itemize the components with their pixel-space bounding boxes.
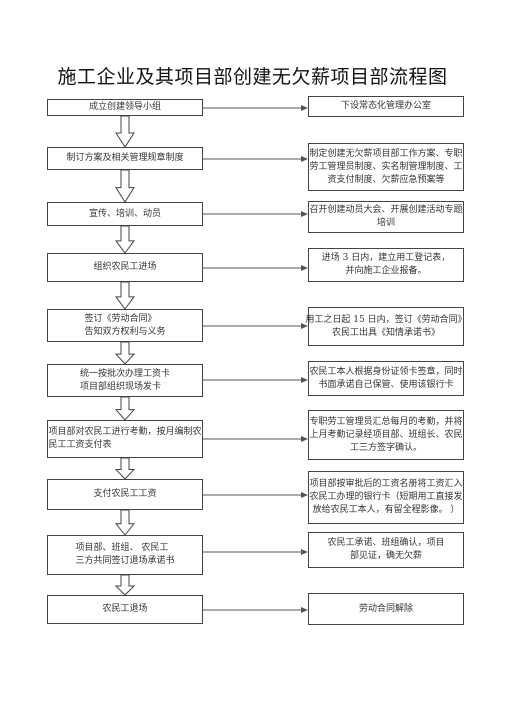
left-step-text: 农民工退场	[102, 604, 148, 614]
left-step-text: 支付农民工工资	[93, 489, 157, 499]
right-step-text: 劳工管理员制度、实名制管理制度、工	[309, 161, 463, 172]
arrowhead-right	[301, 156, 308, 162]
left-step-box-9: 项目部、班组、 农民工三方共同签订退场承诺书	[47, 535, 203, 575]
left-step-text: 签订《劳动合同》	[84, 313, 157, 324]
arrowhead-right	[301, 105, 308, 111]
right-step-text: 制定创建无欠薪项目部工作方案、专职	[309, 148, 463, 159]
right-step-box-7: 专职劳工管理员汇总每月的考勤，并将上月考勤记录经项目部、班组长、农民工三方签字确…	[308, 410, 464, 460]
right-step-text: 工三方签字确认。	[350, 442, 423, 453]
right-step-text: 进场 3 日内，建立用工登记表，	[321, 253, 451, 263]
flow-down-arrow	[115, 281, 135, 310]
left-step-text: 制订方案及相关管理规章制度	[66, 153, 184, 163]
flow-down-arrow	[114, 509, 136, 536]
flow-down-arrow	[115, 225, 135, 254]
left-step-box-4: 组织农民工进场	[47, 253, 203, 282]
left-step-text: 项目部、班组、 农民工	[75, 543, 169, 553]
left-step-box-10: 农民工退场	[47, 595, 203, 624]
right-step-text: 资支付制度、欠薪应急预案等	[327, 174, 445, 185]
right-step-box-9: 农民工承诺、班组确认，项目部见证，确无欠薪	[308, 532, 464, 568]
arrowhead-right	[301, 265, 308, 271]
flow-down-arrow	[115, 115, 135, 148]
arrowhead-right	[301, 549, 308, 555]
right-step-text: 农民工承诺、班组确认，项目	[327, 538, 445, 548]
right-step-text: 上月考勤记录经项目部、班组长、农民	[309, 429, 463, 440]
page-title: 施工企业及其项目部创建无欠薪项目部流程图	[57, 66, 448, 88]
flow-down-arrow	[114, 341, 136, 365]
flow-down-arrow	[114, 574, 136, 596]
left-step-box-3: 宣传、培训、动员	[47, 202, 203, 226]
left-step-box-2: 制订方案及相关管理规章制度	[47, 147, 203, 170]
right-step-text: 项目部按审批后的工资名册将工资汇入	[309, 479, 463, 489]
left-step-text: 项目部组织现场发卡	[79, 381, 161, 392]
right-step-text: 并向施工企业报备。	[345, 266, 427, 276]
right-step-box-6: 农民工本人根据身份证领卡签章，同时书面承诺自己保管、使用该银行卡	[308, 361, 464, 396]
right-step-text: 劳动合同解除	[358, 603, 413, 614]
right-step-text: 专职劳工管理员汇总每月的考勤，并将	[309, 416, 463, 427]
left-step-text: 项目部对农民工进行考勤，按月编制农	[48, 427, 202, 437]
left-step-box-1: 成立创建领导小组	[47, 99, 203, 116]
right-step-text: 部见证，确无欠薪	[349, 551, 422, 561]
left-step-box-6: 统一按批次办理工资卡项目部组织现场发卡	[47, 364, 203, 397]
right-step-box-8: 项目部按审批后的工资名册将工资汇入农民工办理的银行卡（短期用工直接发放给农民工本…	[308, 471, 464, 524]
right-step-text: 书面承诺自己保管、使用该银行卡	[318, 379, 454, 390]
right-step-box-3: 召开创建动员大会、开展创建活动专题培训	[308, 201, 464, 233]
flow-down-arrow	[114, 396, 136, 421]
left-step-text: 组织农民工进场	[93, 262, 157, 272]
left-step-box-7: 项目部对农民工进行考勤，按月编制农民工工资支付表	[47, 420, 203, 458]
arrowhead-right	[301, 492, 308, 498]
arrowhead-right	[301, 211, 308, 217]
right-step-text: 农民工出具《知情承诺书》	[331, 327, 440, 338]
right-step-text: 培训	[377, 218, 396, 228]
left-step-box-8: 支付农民工工资	[47, 479, 203, 510]
right-step-box-1: 下设常态化管理办公室	[308, 96, 464, 117]
right-step-text: 下设常态化管理办公室	[340, 101, 431, 111]
arrowhead-right	[301, 377, 308, 383]
right-step-box-4: 进场 3 日内，建立用工登记表， 并向施工企业报备。	[308, 248, 464, 282]
left-step-text: 民工工资支付表	[48, 440, 112, 450]
arrowhead-right	[301, 607, 308, 613]
left-step-text: 成立创建领导小组	[88, 102, 161, 112]
left-step-text: 宣传、培训、动员	[88, 208, 161, 219]
right-step-box-10: 劳动合同解除	[308, 593, 464, 625]
right-step-text: 召开创建动员大会、开展创建活动专题	[309, 205, 463, 215]
right-step-text: 用工之日起 15 日内，签订《劳动合同》	[305, 314, 467, 325]
right-step-box-2: 制定创建无欠薪项目部工作方案、专职劳工管理员制度、实名制管理制度、工资支付制度、…	[308, 143, 464, 191]
left-step-text: 告知双方权利与义务	[84, 326, 166, 337]
right-step-text: 农民工办理的银行卡（短期用工直接发	[309, 492, 463, 502]
left-step-text: 三方共同签订退场承诺书	[75, 556, 175, 566]
flow-down-arrow	[115, 169, 135, 203]
left-step-text: 统一按批次办理工资卡	[79, 368, 170, 379]
flow-down-arrow	[114, 457, 136, 480]
left-step-box-5: 签订《劳动合同》告知双方权利与义务	[47, 309, 203, 342]
right-step-text: 农民工本人根据身份证领卡签章，同时	[309, 366, 463, 377]
arrowhead-right	[301, 436, 308, 442]
right-step-box-5: 用工之日起 15 日内，签订《劳动合同》农民工出具《知情承诺书》	[305, 307, 467, 346]
right-step-text: 放给农民工本人，有留全程影像。 ）	[312, 505, 460, 515]
